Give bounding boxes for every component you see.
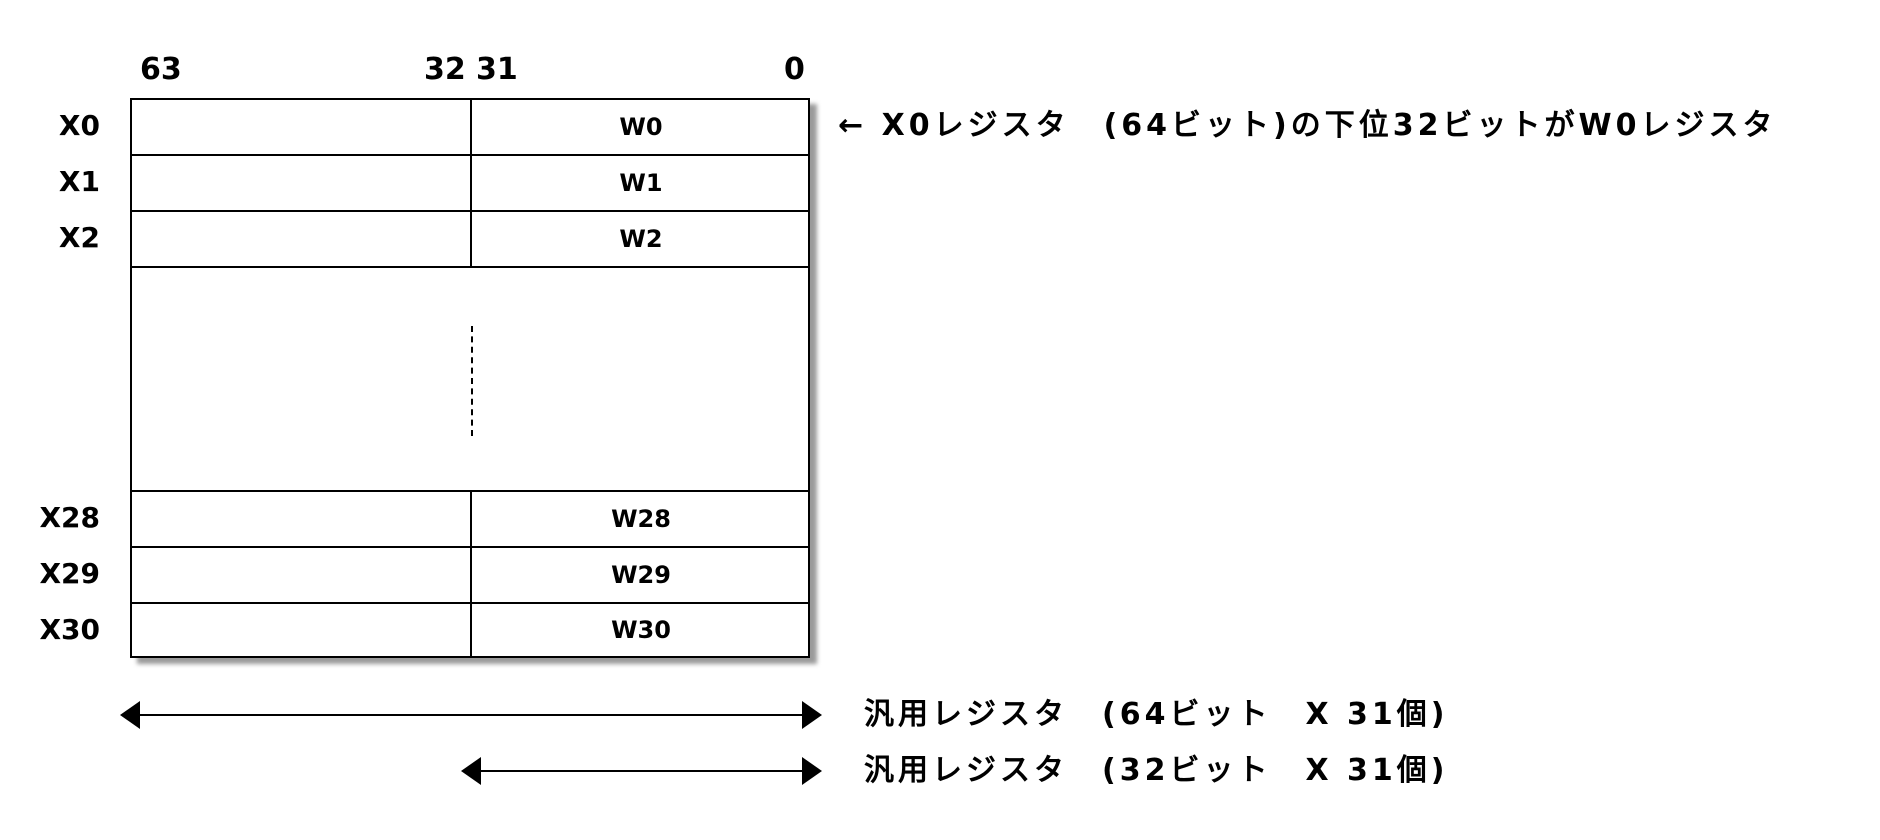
w29-label: W29 bbox=[611, 561, 671, 589]
w1-cell: W1 bbox=[472, 156, 810, 212]
x28-upper-cell bbox=[132, 492, 472, 548]
x30-upper-cell bbox=[132, 604, 472, 656]
x2-upper-cell bbox=[132, 212, 472, 268]
row-label-x28: X28 bbox=[39, 501, 100, 534]
w1-label: W1 bbox=[619, 169, 663, 197]
row-label-x2: X2 bbox=[58, 221, 100, 254]
bit-label-31: 31 bbox=[476, 52, 518, 87]
w28-cell: W28 bbox=[472, 492, 810, 548]
w0-cell: W0 bbox=[472, 100, 810, 156]
w30-cell: W30 bbox=[472, 604, 810, 656]
register-table: W0 W1 W2 W28 W29 W30 bbox=[130, 98, 810, 658]
w0-label: W0 bbox=[619, 113, 663, 141]
w28-label: W28 bbox=[611, 505, 671, 533]
bit-label-32: 32 bbox=[424, 52, 466, 87]
row-label-x29: X29 bbox=[39, 557, 100, 590]
row-label-x1: X1 bbox=[58, 165, 100, 198]
general-register-32-label: 汎用レジスタ (32ビット X 31個) bbox=[864, 753, 1449, 788]
bit-label-63: 63 bbox=[140, 52, 182, 87]
x0-upper-cell bbox=[132, 100, 472, 156]
w29-cell: W29 bbox=[472, 548, 810, 604]
arrow-64bit bbox=[120, 701, 822, 729]
w2-label: W2 bbox=[619, 225, 663, 253]
x29-upper-cell bbox=[132, 548, 472, 604]
ellipsis-dashed-line bbox=[471, 326, 473, 436]
w2-cell: W2 bbox=[472, 212, 810, 268]
x0-w0-annotation: ← X0レジスタ (64ビット)の下位32ビットがW0レジスタ bbox=[838, 108, 1777, 143]
bit-label-0: 0 bbox=[784, 52, 805, 87]
arrow-32bit bbox=[461, 757, 822, 785]
w30-label: W30 bbox=[611, 616, 671, 644]
row-label-x0: X0 bbox=[58, 109, 100, 142]
ellipsis-area bbox=[132, 268, 808, 492]
general-register-64-label: 汎用レジスタ (64ビット X 31個) bbox=[864, 697, 1449, 732]
x1-upper-cell bbox=[132, 156, 472, 212]
row-label-x30: X30 bbox=[39, 613, 100, 646]
